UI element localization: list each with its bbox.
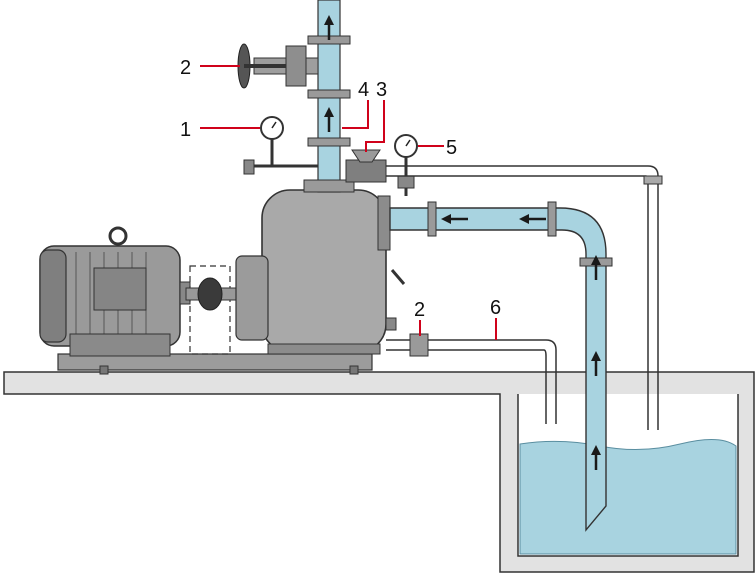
- callout-labels: 2 1 4 3 5 2 6: [180, 57, 501, 321]
- discharge-pressure-gauge: [243, 116, 318, 175]
- label-discharge-gauge: 1: [180, 119, 191, 141]
- discharge-pipe: [303, 0, 355, 193]
- sump-water: [519, 439, 737, 555]
- label-check-valve: 3: [376, 79, 387, 101]
- base-frame: [57, 353, 373, 375]
- label-drain-valve: 2: [414, 299, 425, 321]
- suction-pressure-gauge: [394, 134, 418, 196]
- label-pipe-section: 4: [358, 79, 369, 101]
- electric-motor: [39, 226, 191, 357]
- self-priming-pump: [235, 189, 406, 355]
- vent-line: [386, 165, 663, 430]
- suction-pipe: [389, 201, 613, 532]
- label-suction-gauge: 5: [446, 137, 457, 159]
- label-gate-valve: 2: [180, 57, 191, 79]
- check-valve: [345, 149, 387, 183]
- gate-valve: [237, 43, 319, 89]
- coupling: [185, 265, 247, 355]
- callout-leaders: [200, 65, 497, 340]
- drain-line: [386, 333, 557, 424]
- label-drain-line: 6: [490, 297, 501, 319]
